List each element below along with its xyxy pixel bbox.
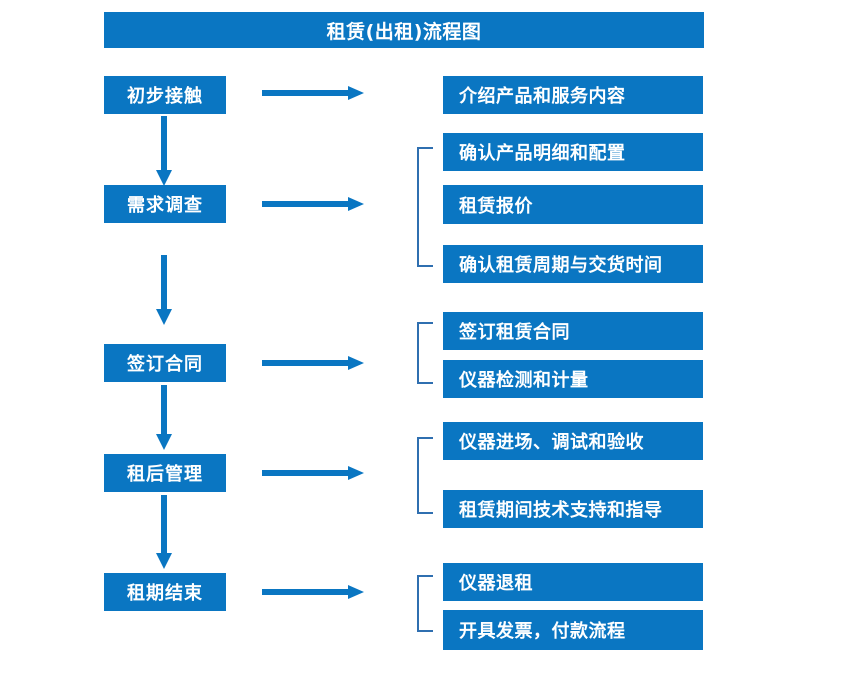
- detail-box-g2-2[interactable]: 租赁报价: [443, 185, 703, 224]
- detail-box-g5-2[interactable]: 开具发票，付款流程: [443, 610, 703, 650]
- detail-box-g2-1[interactable]: 确认产品明细和配置: [443, 133, 703, 171]
- right-arrow-icon-4: [262, 466, 364, 480]
- stage-box-4[interactable]: 租后管理: [104, 454, 226, 492]
- group-bracket-5: [415, 575, 433, 632]
- detail-box-g5-1[interactable]: 仪器退租: [443, 563, 703, 601]
- down-arrow-icon-4: [156, 495, 172, 569]
- detail-box-g2-3[interactable]: 确认租赁周期与交货时间: [443, 245, 703, 283]
- stage-box-5[interactable]: 租期结束: [104, 573, 226, 611]
- detail-box-g4-1[interactable]: 仪器进场、调试和验收: [443, 422, 703, 460]
- detail-box-g1-1[interactable]: 介绍产品和服务内容: [443, 76, 703, 114]
- stage-box-1[interactable]: 初步接触: [104, 76, 226, 114]
- right-arrow-icon-1: [262, 86, 364, 100]
- down-arrow-icon-2: [156, 255, 172, 325]
- down-arrow-icon-3: [156, 385, 172, 450]
- stage-box-3[interactable]: 签订合同: [104, 344, 226, 382]
- detail-box-g3-1[interactable]: 签订租赁合同: [443, 312, 703, 350]
- group-bracket-4: [415, 437, 433, 514]
- right-arrow-icon-3: [262, 356, 364, 370]
- down-arrow-icon-1: [156, 116, 172, 186]
- stage-box-2[interactable]: 需求调查: [104, 185, 226, 223]
- right-arrow-icon-2: [262, 197, 364, 211]
- group-bracket-2: [415, 147, 433, 267]
- detail-box-g3-2[interactable]: 仪器检测和计量: [443, 360, 703, 398]
- right-arrow-icon-5: [262, 585, 364, 599]
- detail-box-g4-2[interactable]: 租赁期间技术支持和指导: [443, 490, 703, 528]
- diagram-title: 租赁(出租)流程图: [104, 12, 704, 48]
- group-bracket-3: [415, 322, 433, 384]
